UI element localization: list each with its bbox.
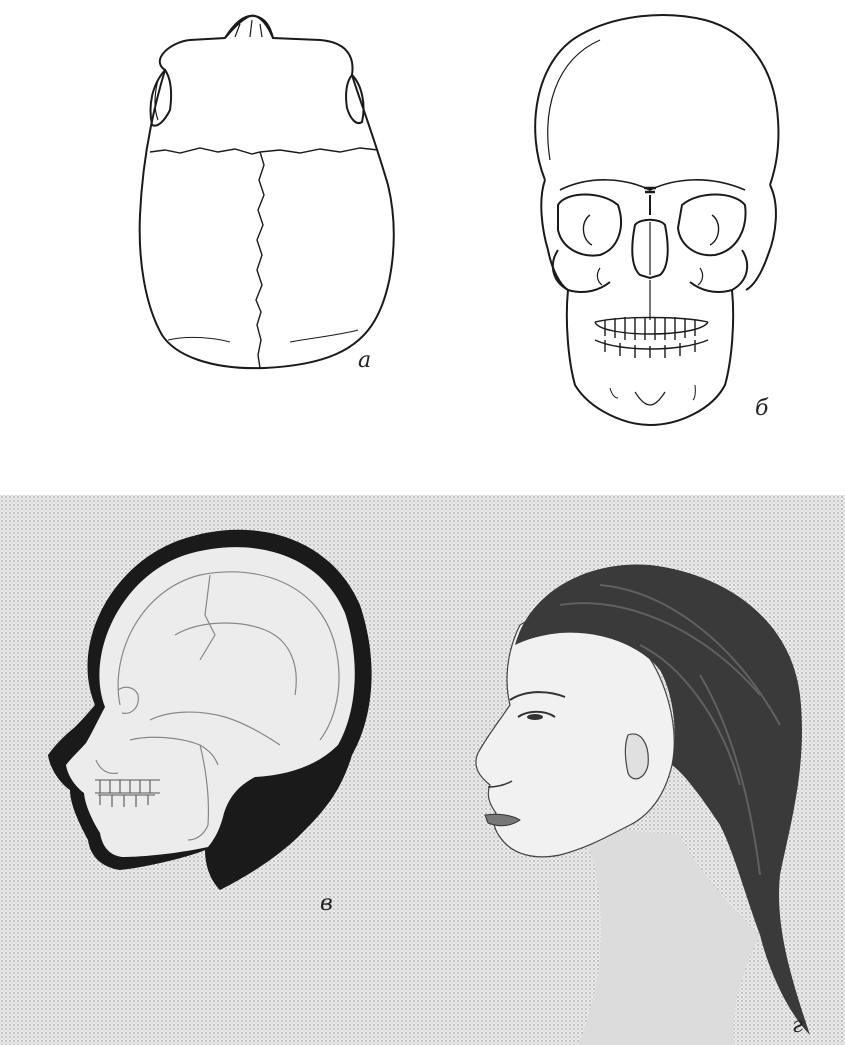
figure-b-skull-front-view: б <box>450 0 845 440</box>
profile-plate-drawing <box>0 495 845 1045</box>
plate-halftone-profile: в г <box>0 495 845 1045</box>
skull-front-drawing <box>450 0 845 440</box>
figure-label-a: а <box>358 350 371 372</box>
figure-label-g: г <box>792 1015 803 1037</box>
figure-label-v: в <box>320 893 333 915</box>
skull-top-drawing <box>40 0 440 430</box>
figure-label-b: б <box>755 398 768 420</box>
figure-a-skull-top-view: а <box>40 0 440 430</box>
figure-g-photo-profile <box>476 564 810 1045</box>
figure-v-head-skull-overlay <box>48 530 372 890</box>
